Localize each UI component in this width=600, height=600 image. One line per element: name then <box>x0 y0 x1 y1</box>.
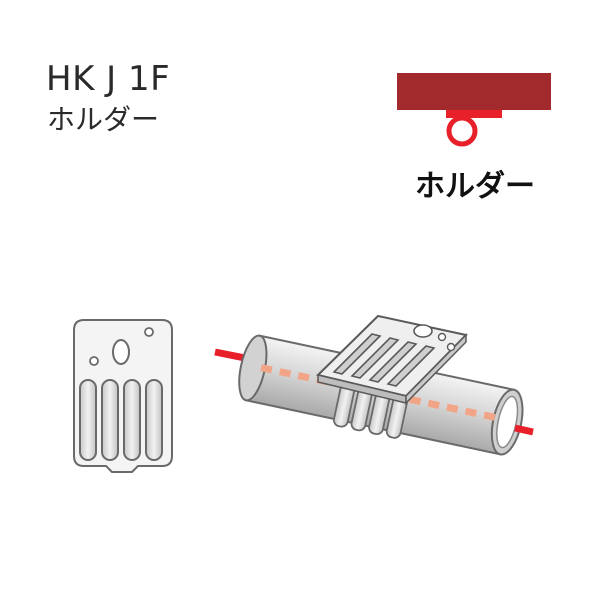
legend-label: ホルダー <box>415 169 535 204</box>
rail-shape <box>397 73 551 110</box>
holder-bracket-shape <box>446 110 502 118</box>
holder-ring-shape <box>446 115 478 147</box>
model-number: HK J 1F <box>46 59 171 99</box>
product-name: ホルダー <box>47 103 160 136</box>
